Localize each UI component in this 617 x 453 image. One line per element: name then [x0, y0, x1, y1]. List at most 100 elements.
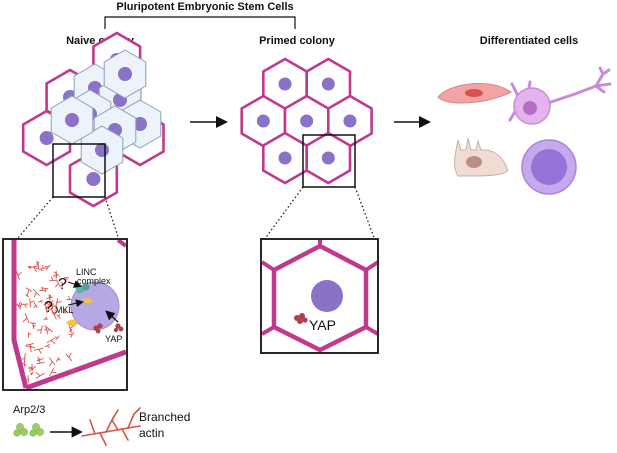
actin-filament	[22, 362, 27, 367]
question-mark-linc: ?	[58, 276, 67, 293]
actin-filament	[33, 302, 38, 309]
primed-cell-2-nucleus	[321, 77, 335, 91]
arp23-icon	[13, 423, 44, 437]
actin-filament	[35, 371, 45, 379]
naive-inner-cell-6-nucleus	[118, 67, 132, 81]
actin-filament	[43, 300, 51, 307]
branched-actin-label-line2: actin	[139, 426, 164, 440]
branched-actin-network	[15, 260, 76, 383]
actin-filament	[29, 371, 34, 376]
actin-filament	[28, 363, 33, 371]
actin-filament	[53, 271, 60, 278]
yap-label-primed: YAP	[309, 317, 336, 333]
actin-filament	[28, 366, 36, 372]
naive-inset-membrane	[11, 240, 126, 389]
naive-outer-cell-5-nucleus	[86, 172, 101, 186]
actin-filament	[17, 302, 23, 309]
primed-zoom-line-right	[354, 186, 376, 241]
primed-cell-4-nucleus	[300, 114, 314, 128]
arp23-label: Arp2/3	[13, 404, 45, 416]
primed-cell-7-nucleus	[321, 151, 335, 165]
primed-zoom-line-left	[263, 186, 304, 241]
actin-filament	[36, 356, 44, 362]
diagram-title: Pluripotent Embryonic Stem Cells	[116, 1, 293, 13]
primed-cell-1-nucleus	[278, 77, 292, 91]
actin-filament	[44, 264, 51, 270]
actin-filament	[44, 302, 52, 314]
actin-filament	[25, 345, 36, 353]
arrow-to-linc	[67, 280, 82, 288]
actin-filament	[29, 298, 35, 308]
actin-filament	[36, 325, 43, 334]
legend: Arp2/3 Branched actin	[13, 404, 190, 446]
actin-filament	[68, 331, 75, 338]
mkl-label: MKL	[55, 305, 74, 315]
actin-filament	[63, 277, 69, 281]
branched-actin-label-line1: Branched	[139, 410, 190, 424]
actin-filament	[22, 312, 30, 324]
primed-inset: YAP	[262, 240, 377, 352]
arrow-yap-to-nucleus	[105, 310, 119, 323]
mkl-icon	[82, 298, 93, 304]
primed-cell-3-nucleus	[256, 114, 270, 128]
naive-inset: ? ? LINC complex MKL YAP	[4, 240, 126, 389]
actin-filament	[36, 359, 45, 365]
actin-filament	[62, 309, 67, 315]
yap-cluster-naive	[93, 323, 124, 334]
actin-filament	[46, 294, 51, 301]
actin-filament	[33, 347, 44, 355]
differentiated-cells	[437, 66, 612, 195]
naive-outer-cell-3-nucleus	[39, 131, 54, 145]
actin-filament	[16, 271, 22, 280]
actin-filament	[27, 265, 33, 270]
arrow-to-mkl	[67, 299, 84, 308]
naive-inner-cell-7-nucleus	[95, 143, 109, 157]
yap-cluster-primed	[294, 313, 308, 324]
yap-label-naive: YAP	[105, 334, 122, 344]
actin-filament	[20, 303, 29, 309]
primed-cell-6-nucleus	[278, 151, 292, 165]
actin-filament	[54, 335, 60, 341]
blood-cell-nucleus	[531, 149, 567, 185]
primed-colony	[240, 57, 373, 185]
naive-inner-cell-8-nucleus	[65, 113, 79, 127]
actin-filament	[32, 324, 36, 330]
branched-actin-icon	[81, 407, 141, 446]
actin-filament	[38, 299, 43, 304]
differentiated-cells-label: Differentiated cells	[480, 35, 578, 47]
actin-filament	[55, 356, 61, 363]
linc-label-line1: LINC	[76, 267, 97, 277]
question-mark-mkl: ?	[44, 299, 53, 316]
actin-filament	[40, 265, 47, 269]
epithelial-nucleus	[466, 156, 482, 168]
actin-filament	[24, 375, 30, 383]
actin-filament	[49, 276, 58, 282]
primed-colony-label: Primed colony	[259, 35, 336, 47]
actin-filament	[46, 337, 56, 344]
naive-zoom-box	[52, 143, 106, 198]
naive-inner-cell-3-nucleus	[133, 117, 147, 131]
actin-filament	[27, 331, 32, 338]
actin-filament	[41, 287, 49, 293]
naive-colony	[21, 31, 165, 208]
actin-filament	[56, 313, 61, 319]
actin-filament	[33, 262, 44, 272]
actin-filament	[19, 353, 26, 364]
actin-filament	[25, 287, 33, 294]
primed-inset-nucleus	[311, 280, 343, 312]
actin-filament	[48, 357, 56, 367]
actin-filament	[60, 281, 67, 287]
actin-filament	[25, 343, 34, 349]
title-bracket	[104, 16, 296, 29]
actin-filament	[54, 279, 61, 288]
actin-filament	[44, 343, 51, 349]
actin-filament	[43, 316, 48, 321]
actin-filament	[55, 297, 62, 308]
linc-complex-icon-b	[82, 283, 90, 291]
primed-cell-5-nucleus	[343, 114, 357, 128]
actin-filament	[51, 309, 59, 320]
actin-filament	[44, 325, 53, 335]
actin-filament	[32, 288, 40, 298]
actin-filament	[69, 368, 76, 373]
